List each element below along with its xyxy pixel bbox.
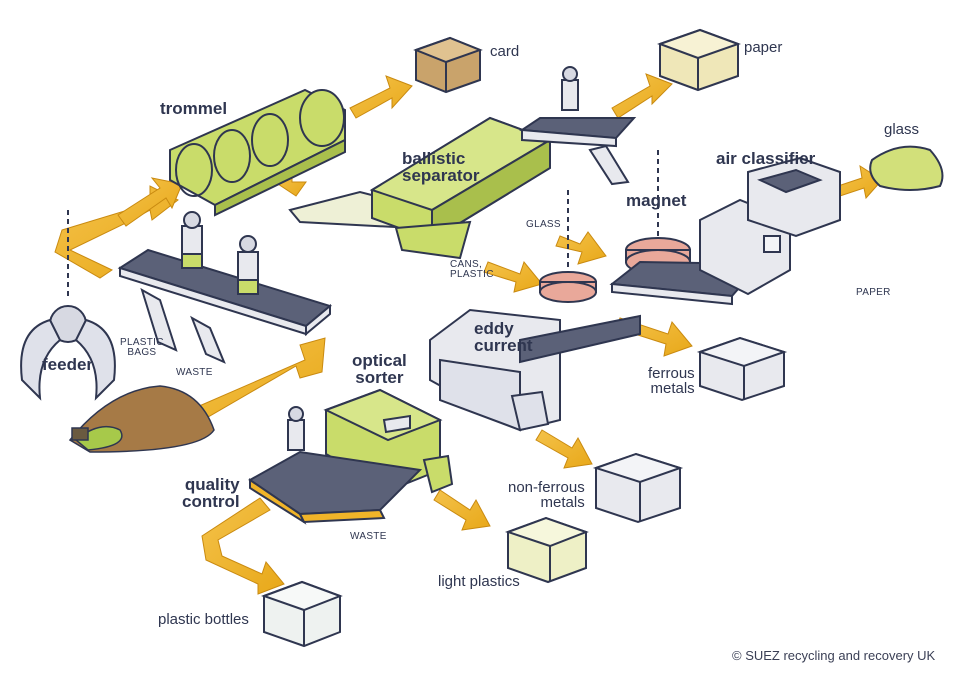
eddy-current-machine (429, 308, 641, 432)
bale-plastic-bottles (261, 580, 343, 648)
magnet-unit (539, 150, 763, 306)
label-optical-sorter: optical sorter (352, 352, 407, 386)
label-ferrous-metals: ferrous metals (648, 366, 695, 396)
bale-non-ferrous-metals (592, 452, 684, 524)
label-ballistic-line1: ballistic (402, 149, 466, 168)
label-cans-plastic: CANS, PLASTIC (450, 260, 494, 280)
flow-arrow-glass-down (555, 231, 607, 265)
label-glass: glass (884, 121, 920, 138)
label-paper-small: PAPER (856, 287, 891, 298)
ballistic-separator-machine (288, 116, 553, 260)
label-ballistic-separator: ballistic separator (402, 150, 479, 184)
label-plastic-bags-line1: PLASTIC (120, 337, 164, 348)
flow-arrows (54, 73, 883, 595)
label-non-ferrous-line1: non-ferrous (508, 479, 585, 496)
bale-light-plastics (504, 516, 589, 584)
flow-arrow-conveyor-to-trommel (117, 177, 183, 227)
label-paper: paper (744, 39, 783, 56)
label-quality-line1: quality (184, 475, 240, 494)
label-eddy-line2: current (474, 336, 533, 355)
label-card: card (490, 43, 520, 60)
flow-arrow-ballistic-to-paper (611, 73, 673, 119)
label-glass-small: GLASS (526, 219, 561, 230)
label-air-classifier: air classifier (716, 149, 816, 168)
air-classifier-machine (699, 156, 841, 296)
bale-ferrous-metals (696, 336, 788, 402)
label-quality-control: quality control (182, 476, 240, 510)
label-plastic-bottles: plastic bottles (158, 611, 249, 628)
label-quality-line2: control (182, 492, 240, 511)
label-light-plastics: light plastics (438, 573, 520, 590)
waste-pile (68, 385, 215, 453)
label-cans-line1: CANS, (450, 259, 483, 270)
label-optical-line2: sorter (355, 368, 404, 387)
label-plastic-bags-line2: BAGS (127, 347, 157, 358)
label-magnet: magnet (626, 191, 687, 210)
label-cans-line2: PLASTIC (450, 269, 494, 280)
flow-arrow-trommel-to-card (349, 75, 413, 119)
flow-arrow-cans-to-magnet (483, 260, 543, 293)
flow-arrow-eddy-to-nonferrous (535, 429, 593, 469)
optical-sorter-machine (248, 388, 454, 525)
label-waste-1: WASTE (176, 367, 213, 378)
trommel-drum (169, 88, 346, 217)
bale-glass (869, 145, 944, 191)
label-plastic-bags: PLASTIC BAGS (120, 338, 164, 358)
flow-arrow-pile-to-optical (189, 337, 326, 425)
label-non-ferrous-line2: metals (540, 494, 585, 511)
label-trommel: trommel (160, 99, 228, 118)
copyright-credit: © SUEZ recycling and recovery UK (732, 648, 936, 663)
flow-arrow-optical-to-lightplastics (433, 489, 491, 531)
label-ferrous-line2: metals (650, 380, 695, 397)
label-ballistic-line2: separator (402, 166, 480, 185)
label-waste-2: WASTE (350, 531, 387, 542)
label-eddy-line1: eddy (474, 319, 514, 338)
label-non-ferrous-metals: non-ferrous metals (508, 480, 585, 510)
feeder-claw (20, 210, 116, 401)
label-optical-line1: optical (352, 351, 407, 370)
label-eddy-current: eddy current (474, 320, 533, 354)
label-feeder: feeder (42, 355, 94, 374)
picking-conveyor (117, 211, 333, 364)
flow-arrow-qc-to-bottles (201, 497, 285, 595)
label-ferrous-line1: ferrous (648, 365, 695, 382)
bale-card (413, 36, 483, 94)
bale-paper (657, 28, 741, 92)
paper-picking-conveyor (519, 66, 637, 186)
